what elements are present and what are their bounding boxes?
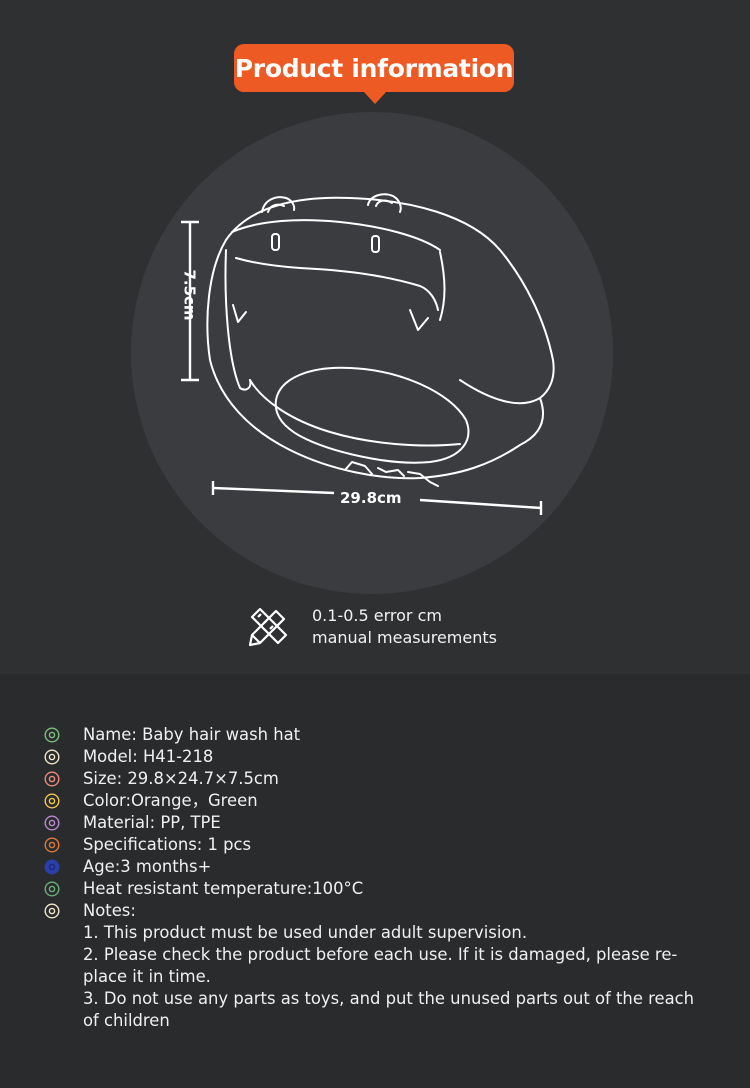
spec-item-text: Color:Orange，Green (83, 791, 258, 810)
spec-item-heat-resistance: Heat resistant temperature:100°C (44, 878, 704, 900)
bullet-ring-icon (44, 727, 60, 743)
spec-item-text: Size: 29.8×24.7×7.5cm (83, 769, 279, 788)
spec-item-text: Age:3 months+ (83, 857, 212, 876)
height-dimension-label: 7.5cm (180, 269, 199, 321)
spec-item-text: Model: H41-218 (83, 747, 214, 766)
spec-item-color: Color:Orange，Green (44, 790, 704, 812)
bullet-ring-icon (44, 859, 60, 875)
width-dimension-label: 29.8cm (340, 489, 402, 507)
measurement-note: 0.1-0.5 error cm manual measurements (246, 605, 497, 649)
note-line: of children (83, 1011, 170, 1030)
note-line: 2. Please check the product before each … (83, 945, 678, 964)
illustration-backdrop (131, 112, 613, 594)
spec-item-text: Material: PP, TPE (83, 813, 221, 832)
note-line: 1. This product must be used under adult… (83, 923, 528, 942)
badge-pointer (364, 92, 386, 104)
note-line: place it in time. (83, 967, 211, 986)
spec-item-material: Material: PP, TPE (44, 812, 704, 834)
spec-item-model: Model: H41-218 (44, 746, 704, 768)
bullet-ring-icon (44, 771, 60, 787)
spec-item-text: Notes: (83, 901, 136, 920)
bullet-ring-icon (44, 793, 60, 809)
error-line-1: 0.1-0.5 error cm (312, 606, 442, 625)
spec-item-text: Heat resistant temperature:100°C (83, 879, 364, 898)
bullet-ring-icon (44, 815, 60, 831)
bullet-ring-icon (44, 837, 60, 853)
spec-item-size: Size: 29.8×24.7×7.5cm (44, 768, 704, 790)
notes-list: 1. This product must be used under adult… (83, 922, 704, 1032)
spec-item-text: Name: Baby hair wash hat (83, 725, 301, 744)
spec-item-notes: Notes: (44, 900, 704, 922)
specs-section (0, 674, 750, 1088)
spec-item-name: Name: Baby hair wash hat (44, 724, 704, 746)
hair-wash-hat-illustration (181, 193, 555, 515)
bullet-ring-icon (44, 903, 60, 919)
spec-list: Name: Baby hair wash hat Model: H41-218 … (44, 724, 704, 1032)
section-title-badge: Product information (234, 44, 514, 92)
bullet-ring-icon (44, 749, 60, 765)
note-line: 3. Do not use any parts as toys, and put… (83, 989, 695, 1008)
error-line-2: manual measurements (312, 628, 497, 647)
bullet-ring-icon (44, 881, 60, 897)
ruler-pencil-icon (248, 607, 288, 647)
spec-item-text: Specifications: 1 pcs (83, 835, 252, 854)
spec-item-age: Age:3 months+ (44, 856, 704, 878)
spec-item-specifications: Specifications: 1 pcs (44, 834, 704, 856)
